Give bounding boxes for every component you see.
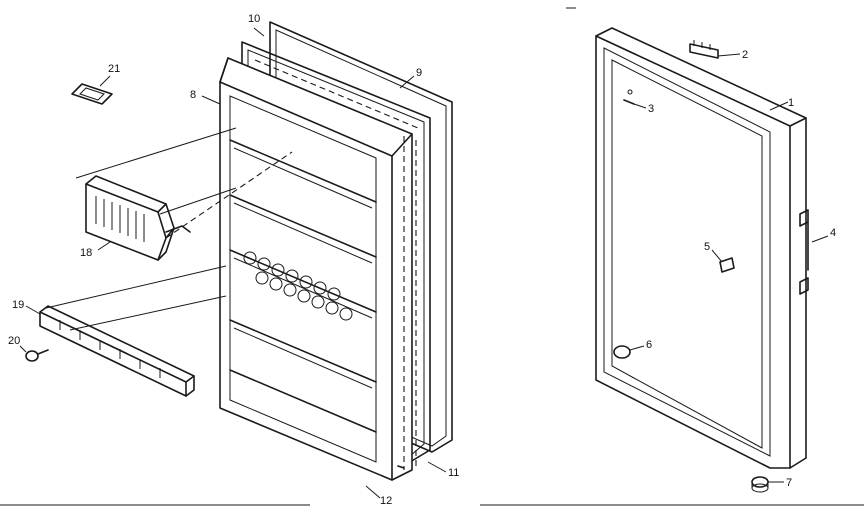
callout-5: 5 <box>704 241 710 253</box>
hinge-cap-2 <box>689 40 719 59</box>
egg-tray <box>243 251 353 321</box>
bushing-6 <box>613 345 631 359</box>
callout-19: 19 <box>12 299 24 311</box>
assembly-line-18b <box>159 187 237 215</box>
screw-20 <box>25 349 49 362</box>
callout-9: 9 <box>416 67 422 79</box>
assembly-line-18a <box>75 127 237 179</box>
callout-21: 21 <box>108 63 120 75</box>
callout-6: 6 <box>646 339 652 351</box>
leader-21 <box>99 75 111 87</box>
leader-18 <box>97 241 111 251</box>
screw-3 <box>623 89 635 105</box>
callout-1: 1 <box>788 97 794 109</box>
leader-5 <box>711 249 723 263</box>
leader-20 <box>19 345 27 353</box>
leader-1 <box>769 101 789 111</box>
leader-4 <box>811 235 829 243</box>
part-21-clip <box>71 83 113 105</box>
gasket-11 <box>403 136 417 470</box>
callout-10: 10 <box>248 13 260 25</box>
callout-20: 20 <box>8 335 20 347</box>
leader-2 <box>717 53 741 57</box>
outer-door-panel-1 <box>595 27 807 469</box>
assembly-line-19b <box>69 295 227 331</box>
leader-11 <box>427 461 447 473</box>
leader-6 <box>629 345 645 351</box>
shelf-rail-19 <box>39 305 195 397</box>
assembly-line-18c <box>165 151 293 239</box>
callout-8: 8 <box>190 89 196 101</box>
plug-5 <box>719 257 735 273</box>
callout-3: 3 <box>648 103 654 115</box>
assembly-line-19a <box>45 265 227 309</box>
leader-9 <box>399 75 415 89</box>
callout-11: 11 <box>448 467 459 479</box>
handle-brackets-4 <box>799 209 809 295</box>
leader-19 <box>25 305 41 315</box>
callout-7: 7 <box>786 477 792 489</box>
bottom-cap-7 <box>751 476 769 493</box>
callout-18: 18 <box>80 247 92 259</box>
door-liner-8 <box>219 57 413 481</box>
shelf-bin-18 <box>85 175 191 261</box>
leader-12 <box>365 485 381 499</box>
callout-4: 4 <box>830 227 836 239</box>
callout-2: 2 <box>742 49 748 61</box>
leader-8 <box>201 95 221 105</box>
leader-3 <box>633 103 647 109</box>
callout-12: 12 <box>380 495 392 507</box>
leader-10 <box>253 27 265 37</box>
